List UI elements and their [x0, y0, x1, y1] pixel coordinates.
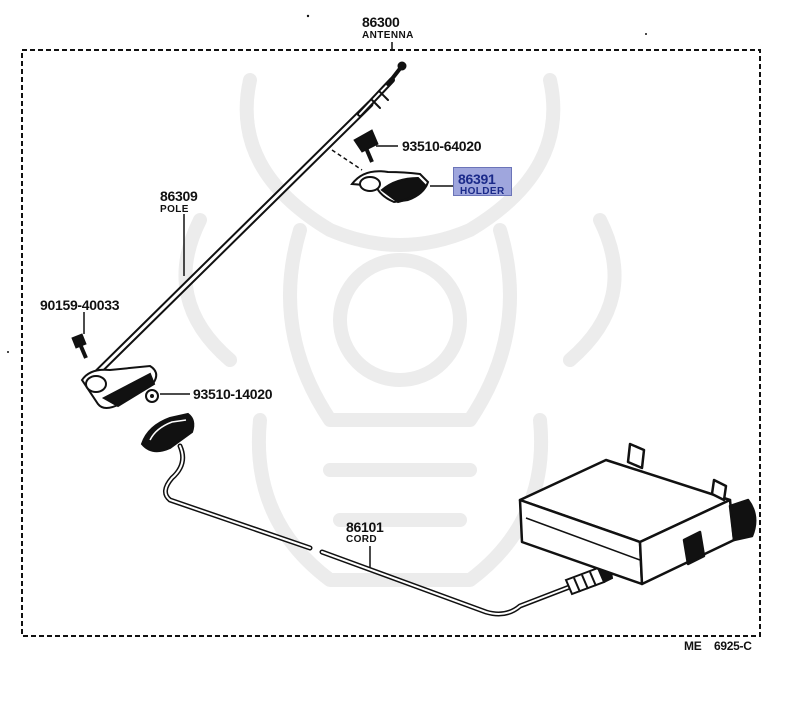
base-bolt	[71, 333, 88, 359]
pole-name: POLE	[160, 204, 189, 215]
base-washer	[145, 389, 159, 403]
screw-base-number[interactable]: 93510-14020	[193, 386, 273, 402]
cord-number[interactable]: 86101	[346, 519, 384, 535]
diagram-code: 6925-C	[714, 639, 752, 653]
holder-part	[350, 170, 430, 204]
holder-number[interactable]: 86391	[458, 171, 496, 187]
holder-highlight[interactable]	[453, 167, 512, 196]
pole-number[interactable]: 86309	[160, 188, 198, 204]
pole-mast	[94, 61, 407, 376]
diagram-frame	[21, 49, 761, 637]
speck	[306, 14, 310, 18]
bolt-number[interactable]: 90159-40033	[40, 297, 120, 313]
screw-top-number[interactable]: 93510-64020	[402, 138, 482, 154]
cord-grommet	[140, 412, 195, 453]
antenna-box	[518, 442, 757, 586]
top-screw	[353, 129, 379, 163]
speck	[645, 33, 647, 35]
antenna-name: ANTENNA	[362, 30, 414, 41]
cord-cable	[163, 443, 575, 617]
cord-name: CORD	[346, 534, 378, 545]
antenna-number[interactable]: 86300	[362, 14, 400, 30]
holder-name: HOLDER	[460, 186, 505, 197]
holder-guide	[331, 149, 363, 171]
diagram-code-prefix: ME	[684, 639, 702, 653]
speck	[7, 351, 9, 353]
pole-base	[80, 364, 158, 409]
